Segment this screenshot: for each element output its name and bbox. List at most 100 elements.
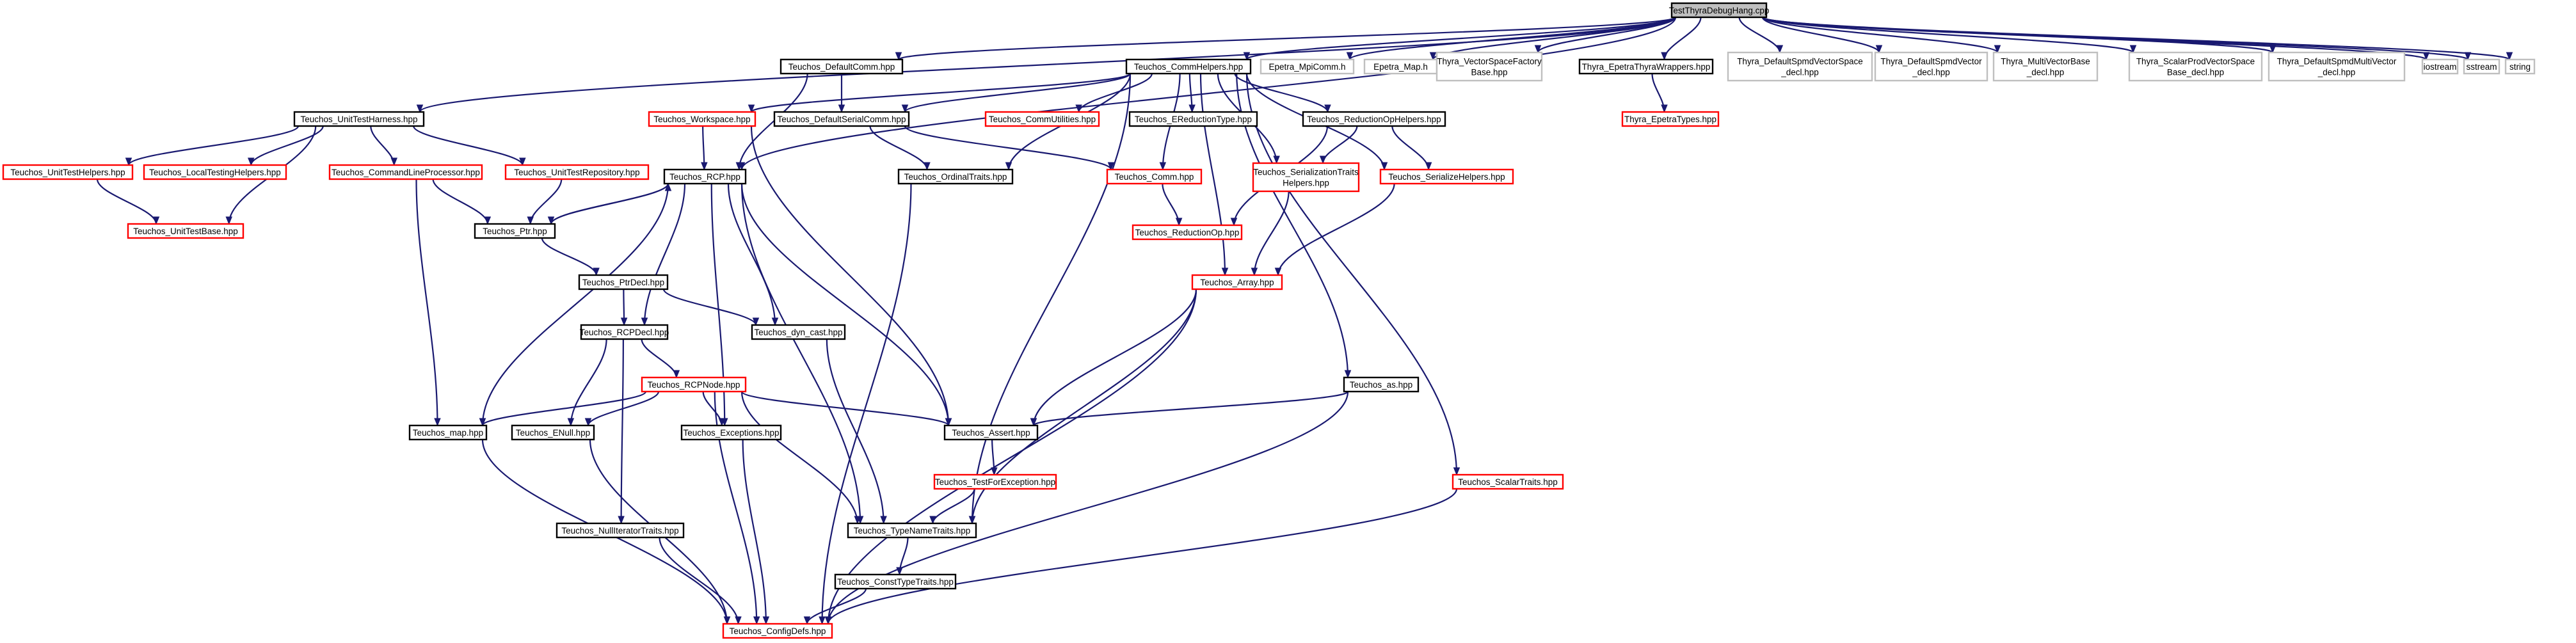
edge-clp-to-map (415, 179, 438, 426)
node-epthyra[interactable]: Thyra_EpetraThyraWrappers.hpp (1578, 58, 1714, 75)
node-redophelpers[interactable]: Teuchos_ReductionOpHelpers.hpp (1302, 111, 1446, 127)
node-scalartraits[interactable]: Teuchos_ScalarTraits.hpp (1452, 473, 1564, 490)
arrowhead (753, 616, 760, 625)
node-ptrdecl[interactable]: Teuchos_PtrDecl.hpp (578, 274, 669, 290)
arrowhead (735, 616, 742, 625)
edge-root-to-rcp (740, 17, 1677, 170)
node-consttype[interactable]: Teuchos_ConstTypeTraits.hpp (834, 573, 957, 590)
edge-utrepo-to-ptr (529, 179, 563, 225)
arrowhead (1344, 370, 1352, 379)
node-ereduction[interactable]: Teuchos_EReductionType.hpp (1128, 111, 1258, 127)
node-box (1670, 2, 1768, 19)
node-epmap[interactable]: Epetra_Map.h (1363, 58, 1438, 75)
node-label: Epetra_MpiComm.h (1268, 62, 1345, 72)
node-map[interactable]: Teuchos_map.hpp (408, 424, 488, 441)
arrowhead (880, 516, 887, 525)
node-sstream[interactable]: sstream (2463, 58, 2500, 75)
node-box (2268, 51, 2406, 82)
node-box (1343, 376, 1420, 393)
node-commutil[interactable]: Teuchos_CommUtilities.hpp (984, 111, 1100, 127)
arrowhead (1188, 104, 1196, 113)
node-testforexc[interactable]: Teuchos_TestForException.hpp (933, 473, 1057, 490)
edge-rcp-to-map (481, 183, 669, 426)
node-box (1128, 111, 1258, 127)
node-ephelpers[interactable]: Teuchos_UnitTestHelpers.hpp (2, 164, 134, 180)
node-clp[interactable]: Teuchos_CommandLineProcessor.hpp (328, 164, 483, 180)
node-mpicomm[interactable]: Epetra_MpiComm.h (1260, 58, 1355, 75)
node-ptr[interactable]: Teuchos_Ptr.hpp (474, 223, 556, 239)
node-rcp[interactable]: Teuchos_RCP.hpp (663, 168, 747, 185)
node-layer: TestThyraDebugHang.cppTeuchos_UnitTestHa… (2, 2, 2536, 639)
node-epthyratypes[interactable]: Thyra_EpetraTypes.hpp (1621, 111, 1720, 127)
node-nulliter[interactable]: Teuchos_NullIteratorTraits.hpp (556, 522, 685, 539)
arrowhead (901, 104, 909, 113)
node-exceptions[interactable]: Teuchos_Exceptions.hpp (680, 424, 782, 441)
node-serhelpers[interactable]: Teuchos_SerializeHelpers.hpp (1379, 168, 1514, 185)
arrowhead (929, 516, 936, 525)
arrowhead (664, 182, 672, 191)
arrowhead (1175, 218, 1183, 226)
node-box (984, 111, 1100, 127)
node-box (2128, 51, 2263, 82)
node-typename[interactable]: Teuchos_TypeNameTraits.hpp (847, 522, 977, 539)
node-localtest[interactable]: Teuchos_LocalTestingHelpers.hpp (143, 164, 287, 180)
node-dyncast[interactable]: Teuchos_dyn_cast.hpp (751, 324, 846, 340)
arrowhead (152, 216, 160, 225)
arrowhead (2464, 52, 2472, 61)
node-label: Teuchos_as.hpp (1350, 380, 1412, 390)
node-box (511, 424, 595, 441)
node-root[interactable]: TestThyraDebugHang.cpp (1669, 2, 1770, 19)
node-label: Base.hpp (1471, 68, 1507, 77)
node-rcpnode[interactable]: Teuchos_RCPNode.hpp (641, 376, 747, 393)
arrowhead (1221, 267, 1229, 276)
node-utharness[interactable]: Teuchos_UnitTestHarness.hpp (293, 111, 425, 127)
node-box (1260, 58, 1355, 75)
edge-rcpdecl-to-nulliter (620, 338, 624, 524)
edge-dyncast-to-typename (826, 338, 884, 524)
edge-rcp-to-typename (740, 183, 861, 524)
edge-rcpnode-to-map (481, 391, 647, 426)
node-as[interactable]: Teuchos_as.hpp (1343, 376, 1420, 393)
node-dsvdecl[interactable]: Thyra_DefaultSpmdVector_decl.hpp (1874, 51, 1988, 82)
arrowhead (225, 216, 232, 225)
node-defcomm[interactable]: Teuchos_DefaultComm.hpp (780, 58, 904, 75)
node-configdefs[interactable]: Teuchos_ConfigDefs.hpp (722, 623, 833, 639)
arrowhead (125, 157, 132, 166)
node-defserial[interactable]: Teuchos_DefaultSerialComm.hpp (773, 111, 910, 127)
node-dsmvdecl[interactable]: Thyra_DefaultSpmdMultiVector_decl.hpp (2268, 51, 2406, 82)
edge-as-to-assert (1032, 390, 1349, 427)
node-box (773, 111, 910, 127)
node-rcpdecl[interactable]: Teuchos_RCPDecl.hpp (580, 324, 669, 340)
arrowhead (1776, 45, 1784, 54)
node-comm[interactable]: Teuchos_Comm.hpp (1106, 168, 1203, 185)
node-ordinal[interactable]: Teuchos_OrdinalTraits.hpp (897, 168, 1014, 185)
node-iostream[interactable]: iostream (2421, 58, 2459, 75)
arrowhead (1661, 52, 1668, 61)
arrowhead (968, 516, 976, 525)
node-utrepo[interactable]: Teuchos_UnitTestRepository.hpp (504, 164, 650, 180)
node-string[interactable]: string (2504, 58, 2536, 75)
edge-redophelpers-to-serhelpers (1391, 125, 1430, 170)
node-box (2463, 58, 2500, 75)
node-dsvsdecl[interactable]: Thyra_DefaultSpmdVectorSpace_decl.hpp (1727, 51, 1873, 82)
node-array[interactable]: Teuchos_Array.hpp (1191, 274, 1283, 290)
node-label: Teuchos_EReductionType.hpp (1135, 115, 1252, 124)
node-assert[interactable]: Teuchos_Assert.hpp (943, 424, 1039, 441)
edge-commhelpers-to-typename (971, 73, 1132, 524)
node-enull[interactable]: Teuchos_ENull.hpp (511, 424, 595, 441)
node-label: Teuchos_Exceptions.hpp (683, 428, 779, 438)
node-box (847, 522, 977, 539)
node-commhelpers[interactable]: Teuchos_CommHelpers.hpp (1125, 58, 1252, 75)
node-box (663, 168, 747, 185)
node-workspace[interactable]: Teuchos_Workspace.hpp (648, 111, 756, 127)
node-utbase[interactable]: Teuchos_UnitTestBase.hpp (127, 223, 244, 239)
arrowhead (819, 616, 826, 625)
node-mvbdecl[interactable]: Thyra_MultiVectorBase_decl.hpp (1992, 51, 2099, 82)
node-box (408, 424, 488, 441)
node-reductionop[interactable]: Teuchos_ReductionOp.hpp (1132, 224, 1243, 241)
node-label: Teuchos_ConstTypeTraits.hpp (837, 577, 954, 587)
node-label: Teuchos_TypeNameTraits.hpp (854, 526, 971, 536)
